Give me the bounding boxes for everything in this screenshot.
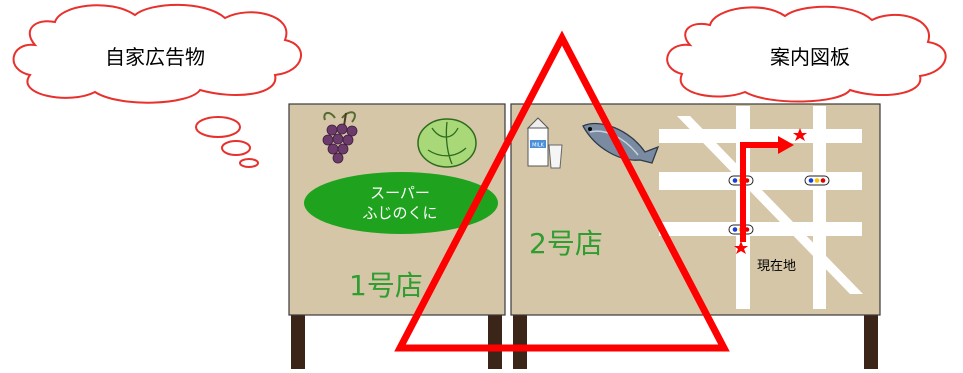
- star-icon: [793, 128, 807, 141]
- sign2-posts: [513, 314, 878, 369]
- brand-line1: スーパー: [370, 184, 430, 202]
- traffic-light-icon: [804, 175, 830, 186]
- glass-icon: [548, 144, 563, 169]
- star-icon: [734, 241, 748, 254]
- store-name-2: 2号店: [529, 227, 603, 260]
- thought-bubble-dots: [195, 116, 259, 168]
- brand-name: スーパー ふじのくに: [320, 180, 480, 226]
- sign1-posts: [291, 314, 502, 369]
- milk-label: MILK: [532, 143, 545, 149]
- cabbage-icon: [417, 118, 477, 168]
- cloud-icon: [666, 5, 947, 103]
- route-arrow: [740, 136, 794, 242]
- grapes-icon: [322, 111, 358, 164]
- store-name-1: 1号店: [349, 269, 423, 302]
- cloud-icon: [12, 3, 302, 104]
- cloud-label-own-ad: 自家広告物: [105, 44, 205, 69]
- warning-triangle-icon: [394, 30, 730, 352]
- milk-carton-icon: MILK: [526, 117, 550, 167]
- current-location-label: 現在地: [757, 258, 797, 274]
- brand-line2: ふじのくに: [362, 204, 438, 222]
- brand-oval: [304, 172, 498, 234]
- cloud-label-guide-map: 案内図板: [770, 44, 850, 69]
